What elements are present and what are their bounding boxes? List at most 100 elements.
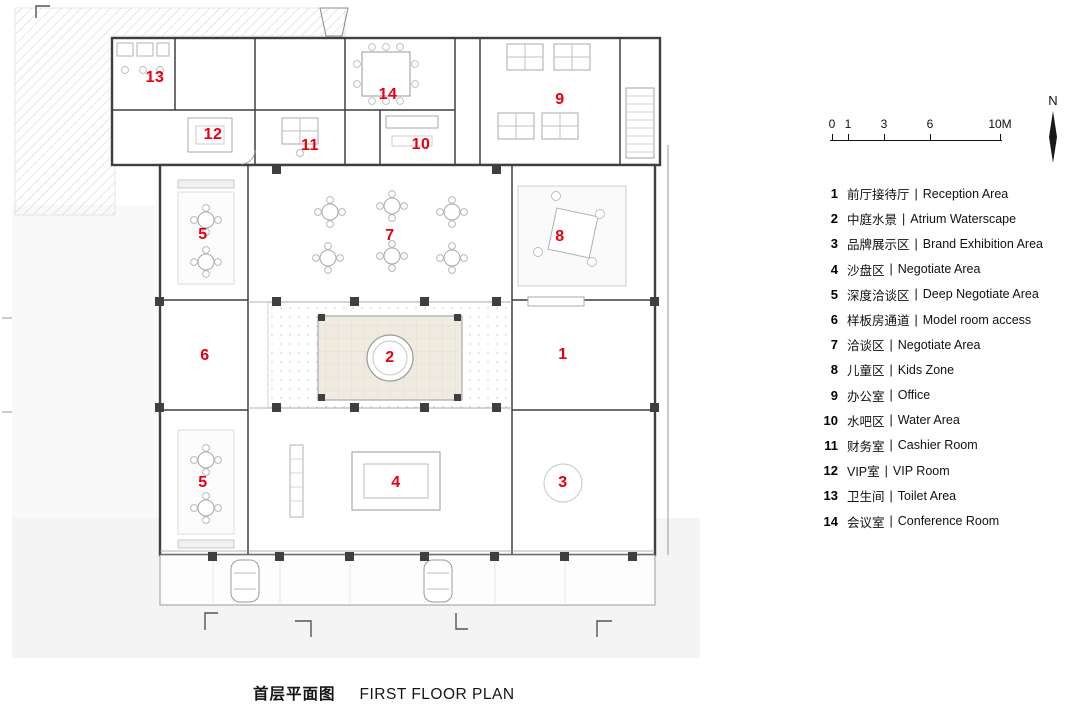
room-number-marker: 11 — [301, 137, 319, 154]
room-number-marker: 10 — [411, 136, 431, 153]
legend-separator: | — [914, 287, 918, 302]
scale-tick — [930, 134, 931, 141]
legend-item-name-zh: 样板房通道 — [847, 314, 910, 329]
legend-item-number: 4 — [830, 261, 838, 277]
north-label: N — [1048, 93, 1058, 108]
colonnade-lines — [160, 301, 655, 552]
room-number-marker: 3 — [558, 474, 568, 491]
legend-item-name-zh: 办公室 — [847, 389, 885, 404]
legend-item-name-en: Negotiate Area — [897, 262, 981, 277]
scale-label: 1 — [844, 117, 852, 131]
legend-separator: | — [889, 514, 893, 529]
title-zh: 首层平面图 — [253, 686, 336, 703]
atrium-area — [267, 301, 513, 409]
scale-label: 6 — [926, 117, 934, 131]
room-number-marker: 14 — [378, 86, 398, 103]
scale-tick — [832, 134, 833, 141]
legend-item-name-zh: 中庭水景 — [847, 213, 898, 228]
legend-item-number: 6 — [830, 312, 838, 328]
registration-marks — [35, 5, 612, 637]
scale-tick — [1000, 134, 1001, 141]
legend-item-name-en: Model room access — [922, 312, 1032, 327]
legend-item-name-zh: 品牌展示区 — [847, 238, 910, 253]
title-en: FIRST FLOOR PLAN — [359, 686, 515, 703]
legend-item-name-en: Kids Zone — [897, 362, 955, 377]
legend-item: 8 儿童区 | Kids Zone — [816, 357, 1066, 382]
legend-item-name-zh: 深度洽谈区 — [847, 288, 910, 303]
room-number-marker: 5 — [198, 474, 208, 491]
legend-item: 13 卫生间 | Toilet Area — [816, 483, 1066, 508]
legend-item-name-en: Water Area — [897, 413, 960, 428]
legend-separator: | — [914, 312, 918, 327]
room-number-marker: 6 — [200, 347, 210, 364]
room-number-marker: 12 — [203, 126, 223, 143]
legend-item-number: 11 — [824, 437, 838, 453]
legend-item-name-zh: VIP室 — [847, 465, 880, 480]
legend-item-name-zh: 儿童区 — [847, 364, 885, 379]
legend-separator: | — [889, 438, 893, 453]
legend-separator: | — [889, 337, 893, 352]
legend-item-number: 14 — [823, 513, 838, 529]
legend-separator: | — [889, 488, 893, 503]
fountain-circle — [366, 334, 414, 382]
legend-item-number: 5 — [830, 286, 838, 302]
north-indicator: N — [1036, 93, 1070, 165]
room-number-marker: 13 — [145, 69, 165, 86]
legend-item-name-en: Brand Exhibition Area — [922, 236, 1043, 251]
legend-item-name-zh: 卫生间 — [847, 490, 885, 505]
legend-item-number: 13 — [823, 488, 838, 504]
legend-item-name-zh: 水吧区 — [847, 414, 885, 429]
legend-item-name-en: Deep Negotiate Area — [922, 287, 1039, 302]
scale-label: 3 — [880, 117, 888, 131]
legend-separator: | — [914, 236, 918, 251]
scale-tick — [884, 134, 885, 141]
legend-item-number: 7 — [830, 337, 838, 353]
room-number-marker: 9 — [555, 91, 565, 108]
grid-ticks — [2, 317, 12, 413]
legend-item-name-zh: 前厅接待厅 — [847, 188, 910, 203]
legend-item-name-en: Toilet Area — [897, 488, 957, 503]
columns — [155, 165, 659, 561]
legend-item-number: 10 — [823, 412, 838, 428]
scale-label: 0 — [828, 117, 836, 131]
legend-item-number: 9 — [830, 387, 838, 403]
legend-item-name-en: Reception Area — [922, 186, 1009, 201]
room-number-marker: 7 — [385, 227, 395, 244]
legend-item: 6 样板房通道 | Model room access — [816, 307, 1066, 332]
legend-item: 5 深度洽谈区 | Deep Negotiate Area — [816, 282, 1066, 307]
legend-separator: | — [889, 362, 893, 377]
legend-item-name-en: VIP Room — [892, 463, 950, 478]
legend-separator: | — [889, 388, 893, 403]
legend-item: 11 财务室 | Cashier Room — [816, 433, 1066, 458]
room-number-marker: 4 — [391, 474, 401, 491]
legend-item-number: 12 — [823, 463, 838, 479]
legend-separator: | — [914, 186, 918, 201]
legend-item-number: 3 — [830, 236, 838, 252]
legend-item-name-zh: 财务室 — [847, 439, 885, 454]
legend-item-name-zh: 洽谈区 — [847, 339, 885, 354]
legend-item-name-en: Atrium Waterscape — [910, 211, 1017, 226]
scale-label: 10M — [988, 117, 1012, 131]
floor-plan-drawing — [2, 5, 700, 658]
room-number-marker: 2 — [385, 349, 395, 366]
entry-canopy — [319, 7, 349, 37]
legend-item-number: 8 — [830, 362, 838, 378]
door-swing — [240, 149, 256, 165]
parking-area — [159, 554, 656, 606]
north-arrow-icon — [1049, 111, 1057, 163]
furniture — [116, 42, 655, 549]
legend-item-name-zh: 沙盘区 — [847, 263, 885, 278]
legend-item-name-en: Cashier Room — [897, 438, 978, 453]
